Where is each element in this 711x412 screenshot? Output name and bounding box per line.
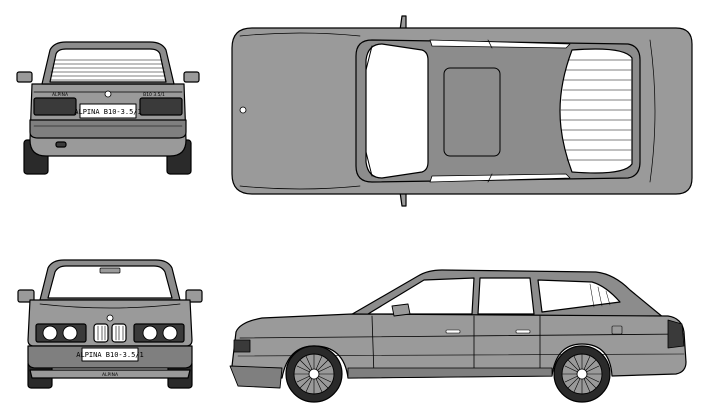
- top-side-window-left: [429, 39, 571, 49]
- side-view: [229, 269, 687, 403]
- rear-view: ALPINA B10-3.5/1 ALPINA B10 3.5/1: [16, 41, 200, 175]
- front-right-mirror: [185, 289, 203, 303]
- rear-right-mirror: [183, 71, 200, 83]
- front-spoiler: [29, 369, 191, 379]
- rear-exhaust: [55, 141, 67, 148]
- top-sunroof: [443, 67, 501, 157]
- side-front-wheel: [285, 345, 343, 403]
- side-taillight: [667, 319, 685, 349]
- side-front-door-handle: [445, 329, 461, 334]
- front-left-headlight-inner: [62, 325, 78, 341]
- side-front-spoiler: [229, 365, 283, 389]
- side-rear-door-handle: [515, 329, 531, 334]
- front-right-headlight-inner: [142, 325, 158, 341]
- front-view: ALPINA B10-3.5/1 ALPINA: [17, 259, 203, 389]
- side-rear-wheel: [553, 345, 611, 403]
- rear-right-taillight: [139, 97, 183, 116]
- rear-emblem: [104, 90, 112, 98]
- front-windshield: [47, 265, 173, 299]
- rear-badge-right: B10 3.5/1: [143, 92, 165, 98]
- top-rear-window: [559, 48, 633, 174]
- front-spoiler-badge: ALPINA: [102, 372, 119, 378]
- rear-left-mirror: [16, 71, 33, 83]
- front-left-mirror: [17, 289, 35, 303]
- top-windshield: [365, 43, 429, 179]
- rear-bumper: [29, 119, 187, 139]
- side-skirt: [347, 367, 553, 379]
- front-grille-left: [93, 323, 109, 343]
- front-plate: [81, 347, 139, 362]
- front-plate-text: ALPINA B10-3.5/1: [76, 351, 143, 359]
- front-mirror-interior: [99, 267, 121, 274]
- rear-plate-text: ALPINA B10-3.5/1: [74, 108, 141, 116]
- side-quarter-window: [537, 279, 621, 313]
- top-view: [231, 15, 693, 207]
- rear-left-taillight: [33, 97, 77, 116]
- front-right-headlight-outer: [162, 325, 178, 341]
- front-left-headlight-outer: [42, 325, 58, 341]
- side-fuel-cap: [611, 325, 623, 335]
- rear-badge-left: ALPINA: [52, 92, 69, 98]
- side-quarter-window-lines: [589, 283, 611, 308]
- rear-defroster-lines: [49, 59, 167, 81]
- top-side-window-right: [429, 173, 571, 183]
- front-emblem: [106, 314, 114, 322]
- top-rear-window-lines: [560, 59, 632, 161]
- side-body: [231, 313, 687, 379]
- side-headlight: [233, 339, 251, 353]
- rear-plate: [79, 103, 137, 119]
- top-hood-emblem: [239, 106, 247, 114]
- rear-window: [49, 48, 167, 83]
- side-mirror: [391, 303, 411, 317]
- side-rear-door-window: [477, 277, 535, 315]
